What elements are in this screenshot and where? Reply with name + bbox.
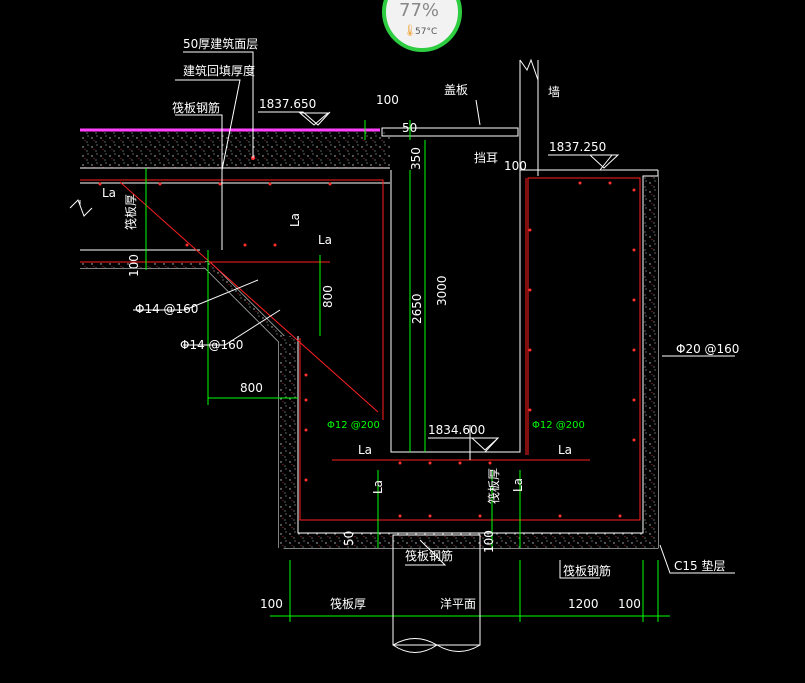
pit-wall-hatch [80, 176, 658, 548]
la-label-4: La [358, 443, 372, 457]
bottom-pit-label: 洋平面 [440, 596, 476, 611]
dim-100-mid: 100 [504, 159, 527, 173]
la-label-6: La [371, 480, 385, 494]
elevation-1834600: 1834.600 [428, 423, 485, 437]
elevation-1837650: 1837.650 [259, 97, 316, 111]
slab-rebar-bottom-label: 筏板钢筋 [405, 548, 453, 563]
performance-gauge-widget[interactable]: 77% 🌡 57°C [381, 0, 463, 54]
dim-100-left: 100 [127, 254, 141, 277]
rebar-phi12-right: Φ12 @200 [532, 420, 585, 431]
rebar-lines [80, 177, 641, 521]
pit-inner-boundary [297, 169, 658, 534]
dim-50: 50 [402, 121, 417, 135]
dim-800-horizontal: 800 [240, 381, 263, 395]
rebar-dots [98, 156, 636, 518]
dim-2650: 2650 [410, 293, 424, 324]
bottom-dim-1200: 1200 [568, 597, 599, 611]
elevation-markers [298, 112, 620, 451]
bottom-dim-100-left: 100 [260, 597, 283, 611]
ground-fill-section [80, 128, 390, 184]
rebar-phi12-left: Φ12 @200 [327, 420, 380, 431]
slab-rebar-label: 筏板钢筋 [172, 100, 220, 115]
la-label-1: La [102, 186, 116, 200]
bedding-label: C15 垫层 [674, 558, 725, 573]
gauge-percent: 77% [399, 0, 439, 21]
slab-rebar-bottom-label-2: 筏板钢筋 [563, 563, 611, 578]
dim-100-bottom: 100 [482, 530, 496, 553]
baffle-label: 挡耳 [474, 151, 498, 165]
raft-thickness-label-2: 筏板厚 [487, 468, 501, 504]
dim-800-vertical: 800 [321, 285, 335, 308]
rebar-phi14-2: Φ14 @160 [180, 338, 243, 352]
fill-thickness-label: 建筑回填厚度 [183, 63, 255, 78]
bottom-dim-100-right: 100 [618, 597, 641, 611]
rebar-phi14-1: Φ14 @160 [135, 302, 198, 316]
finish-layer-label: 50厚建筑面层 [183, 36, 258, 51]
dim-350: 350 [409, 147, 423, 170]
leader-lines [69, 51, 735, 579]
la-label-5: La [558, 443, 572, 457]
dim-3000: 3000 [435, 275, 449, 306]
la-label-3: La [318, 233, 332, 247]
cover-plate-label: 盖板 [444, 83, 468, 97]
la-label-2: La [288, 213, 302, 227]
bottom-raft-thickness: 筏板厚 [330, 597, 366, 611]
rebar-phi20: Φ20 @160 [676, 342, 739, 356]
raft-thickness-label: 筏板厚 [124, 194, 138, 230]
la-label-7: La [511, 478, 525, 492]
gauge-ring: 77% 🌡 57°C [382, 0, 462, 52]
thermometer-icon: 🌡 [403, 24, 417, 37]
drain-pipe [392, 534, 481, 653]
dim-100-top: 100 [376, 93, 399, 107]
dim-50-bottom: 50 [342, 531, 356, 546]
elevation-1837250: 1837.250 [549, 140, 606, 154]
wall-label: 墙 [548, 85, 560, 99]
pit-concrete-outline [80, 170, 659, 549]
cover-plate [381, 58, 539, 178]
gauge-temperature: 57°C [415, 27, 437, 37]
